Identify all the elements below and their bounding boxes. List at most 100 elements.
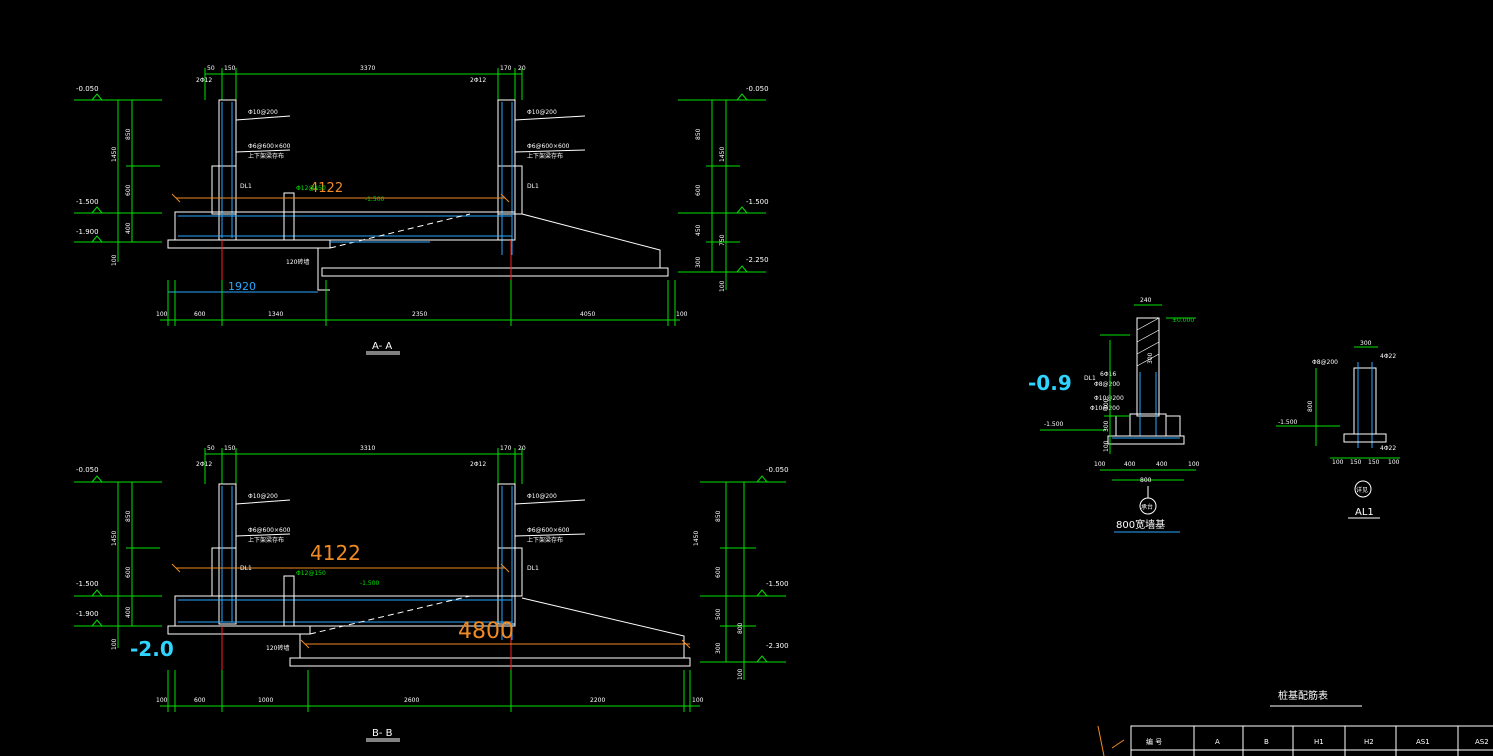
table-header-a: A [1215,738,1220,746]
aa-top-dim-4: 170 [500,65,512,72]
aa-bot-dim-2: 600 [194,311,206,318]
aa-mesh-left: Φ6@600×600 [248,143,291,150]
aa-bot-dim-1: 100 [156,311,168,318]
table-title: 桩基配筋表 [1278,689,1328,702]
al1-bot-dim-1: 100 [1332,459,1344,466]
wf-cyan-annot: -0.9 [1028,371,1072,395]
aa-stirrup-right: Φ10@200 [527,109,557,116]
section-bb: 50 150 3310 170 20 4122 4800 -2.0 2Φ12 [74,445,789,742]
bb-left-level-2: -1.500 [76,580,99,588]
aa-left-level-3: -1.900 [76,228,99,236]
bb-bot-dim-6: 100 [692,697,704,704]
al1-title: AL1 [1355,507,1374,518]
wall-footing-detail: 240 ±0.000 -1.500 DL1 6Φ16 Φ8@200 Φ10@20… [1028,297,1200,533]
bb-slab-rebar: Φ12@150 [296,570,326,577]
bb-title: B- B [372,728,393,739]
aa-mesh-right: Φ6@600×600 [527,143,570,150]
aa-rebar-top-left: 2Φ12 [196,77,212,84]
bb-top-dim-1: 50 [207,445,215,452]
aa-right-vdim-1: 850 [695,128,702,140]
aa-left-vdim-1: 850 [125,128,132,140]
al1-bot-dim-3: 150 [1368,459,1380,466]
aa-right-level-2: -1.500 [746,198,769,206]
aa-right-vdim-7: 100 [719,280,726,292]
bb-rebar-top-left: 2Φ12 [196,461,212,468]
bb-stirrup-left: Φ10@200 [248,493,278,500]
al1-bot-dim-4: 100 [1388,459,1400,466]
wf-vdim-2: 300 [1103,398,1110,410]
wf-bot-dim-1: 100 [1094,461,1106,468]
al1-circle-label: 详见 [1356,486,1368,494]
wf-circle-label: 承台 [1141,503,1153,511]
table-header-id: 编 号 [1146,737,1162,746]
bb-right-level-1: -0.050 [766,466,789,474]
bb-left-vdim-2: 1450 [111,531,118,546]
bb-rebar-top-right: 2Φ12 [470,461,486,468]
bb-right-vdim-5: 800 [737,622,744,634]
bb-bot-dim-2: 600 [194,697,206,704]
bb-top-dim-2: 150 [224,445,236,452]
bb-right-vdim-7: 100 [737,668,744,680]
aa-top-dim-5: 20 [518,65,526,72]
bb-right-level-3: -2.300 [766,642,789,650]
aa-bot-dim-3: 1340 [268,311,283,318]
wf-vdim-1: 300 [1147,352,1154,364]
table-header-as2: AS2 [1475,738,1489,746]
bb-left-vdim-4: 400 [125,606,132,618]
bb-top-dim-3: 3310 [360,445,375,452]
bb-bot-dim-5: 2200 [590,697,605,704]
wf-level-bottom: -1.500 [1044,421,1064,428]
aa-left-vdim-2: 1450 [111,147,118,162]
bb-wall-note: 120砖墙 [266,644,289,652]
aa-right-vdim-3: 600 [695,184,702,196]
bb-cyan-annot: -2.0 [130,637,174,661]
aa-wall-note: 120砖墙 [286,258,309,266]
wf-bot-dim-3: 400 [1156,461,1168,468]
wf-beam: DL1 [1084,375,1096,382]
aa-title: A- A [372,341,392,352]
aa-stirrup-left: Φ10@200 [248,109,278,116]
aa-left-vdim-5: 100 [111,254,118,266]
aa-right-vdim-2: 1450 [719,147,726,162]
aa-slab-rebar: Φ12@150 [296,185,326,192]
bb-big-annot-1: 4122 [310,541,361,565]
bb-right-vdim-2: 1450 [693,531,700,546]
aa-bot-dim-5: 4050 [580,311,595,318]
aa-bot-dim-4: 2350 [412,311,427,318]
al1-level: -1.500 [1278,419,1298,426]
bb-mesh-note-right: 上下架梁存布 [527,536,563,544]
table-header-b: B [1264,738,1269,746]
orange-stroke-mark [1097,725,1125,756]
aa-rebar-top-right: 2Φ12 [470,77,486,84]
aa-beam-left: DL1 [240,183,252,190]
wf-title: 800宽墙基 [1116,518,1165,531]
aa-big-annot: 4122 [310,181,343,196]
aa-mesh-note-left: 上下架梁存布 [248,152,284,160]
bb-bot-dim-3: 1000 [258,697,273,704]
bb-right-level-2: -1.500 [766,580,789,588]
al1-vdim: 800 [1307,400,1314,412]
aa-left-level-2: -1.500 [76,198,99,206]
table-header-as1: AS1 [1416,738,1430,746]
bb-beam-left: DL1 [240,565,252,572]
bb-left-vdim-1: 850 [125,510,132,522]
aa-right-level-1: -0.050 [746,85,769,93]
bb-stirrup-right: Φ10@200 [527,493,557,500]
wf-bot-dim-4: 100 [1188,461,1200,468]
aa-right-vdim-5: 750 [719,234,726,246]
aa-right-vdim-4: 450 [695,224,702,236]
bb-top-dim-5: 20 [518,445,526,452]
aa-top-dim-1: 50 [207,65,215,72]
wf-total-dim: 800 [1140,477,1152,484]
bb-big-annot-2: 4800 [458,619,514,644]
pile-rebar-table: 桩基配筋表 编 号 A B H1 H2 AS1 AS2 [1097,689,1493,756]
aa-dim-annot: 1920 [228,280,256,293]
column-al1-detail: 300 4Φ22 Φ8@200 4Φ22 -1.500 800 100 150 … [1276,340,1400,519]
bb-right-vdim-4: 500 [715,608,722,620]
aa-top-dim-2: 150 [224,65,236,72]
bb-mesh-note-left: 上下架梁存布 [248,536,284,544]
aa-slab-level: -1.500 [365,196,385,203]
aa-top-dim-3: 3370 [360,65,375,72]
wf-rebar-1: 6Φ16 [1100,371,1116,378]
